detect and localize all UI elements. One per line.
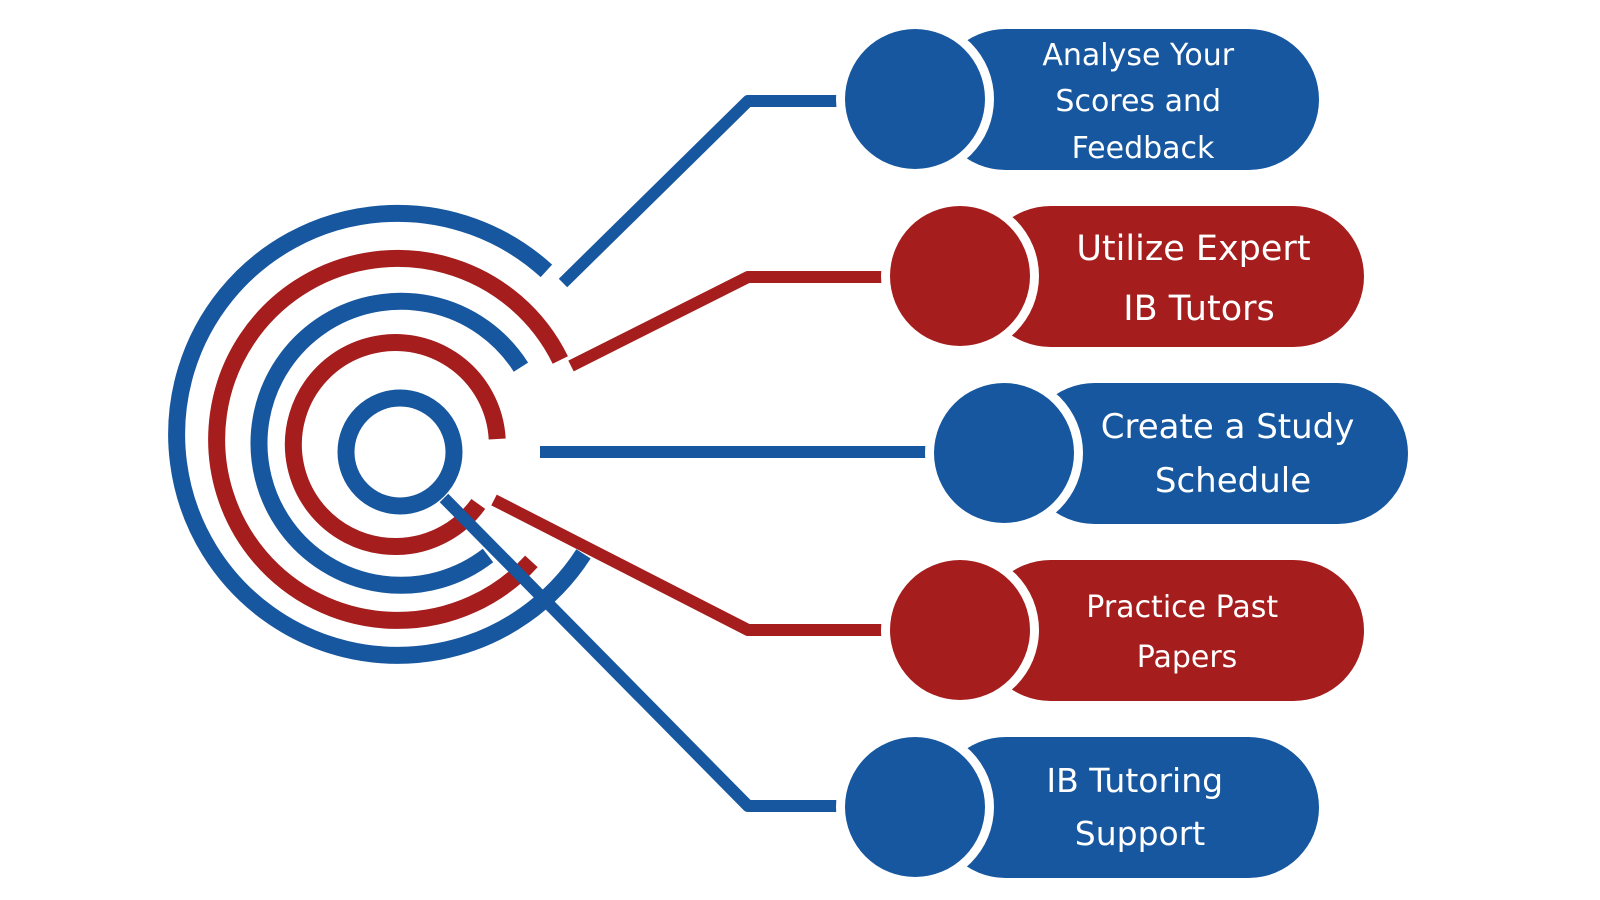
- pill-3-label: Create a Study Schedule: [1101, 407, 1365, 501]
- ring-red-1: [208, 249, 568, 629]
- pill-5-line-1: IB Tutoring: [1046, 761, 1223, 800]
- pill-1-head: [845, 29, 985, 169]
- pill-2-label: Utilize Expert IB Tutors: [1076, 229, 1321, 329]
- pill-2-capsule: [980, 206, 1364, 347]
- pill-1-line-2: Scores and: [1055, 84, 1221, 119]
- pill-2-line-1: Utilize Expert: [1076, 229, 1310, 269]
- pill-4-line-2: Papers: [1137, 640, 1238, 675]
- pill-5: IB Tutoring Support: [836, 728, 1319, 886]
- pill-1: Analyse Your Scores and Feedback: [836, 20, 1319, 178]
- ring-center-blue: [337, 389, 463, 515]
- pill-4-line-1: Practice Past: [1086, 590, 1278, 625]
- pill-3-line-1: Create a Study: [1101, 407, 1355, 447]
- pill-5-capsule: [935, 737, 1319, 878]
- connectors: [439, 95, 935, 812]
- pill-4-head: [890, 560, 1030, 700]
- pill-5-line-2: Support: [1075, 814, 1206, 853]
- pill-4: Practice Past Papers: [881, 551, 1364, 709]
- target-rings: [168, 204, 591, 664]
- ring-red-3: [284, 334, 506, 555]
- pill-5-label: IB Tutoring Support: [1046, 761, 1233, 853]
- pill-1-line-3: Feedback: [1072, 131, 1215, 166]
- pill-5-head: [845, 737, 985, 877]
- connector-1: [558, 95, 850, 288]
- pill-3: Create a Study Schedule: [925, 374, 1408, 532]
- connector-2: [568, 271, 890, 372]
- pill-2: Utilize Expert IB Tutors: [881, 197, 1364, 355]
- connector-5: [439, 493, 850, 812]
- pill-4-label: Practice Past Papers: [1086, 590, 1287, 675]
- pill-2-head: [890, 206, 1030, 346]
- ring-outer-blue: [168, 204, 591, 664]
- connector-4: [491, 494, 890, 636]
- pill-1-label: Analyse Your Scores and Feedback: [1042, 38, 1243, 166]
- ring-blue-2: [250, 292, 529, 594]
- pill-1-capsule: [935, 29, 1319, 170]
- pill-2-line-2: IB Tutors: [1123, 289, 1274, 329]
- pill-3-head: [934, 383, 1074, 523]
- pill-4-capsule: [980, 560, 1364, 701]
- pill-1-line-1: Analyse Your: [1042, 38, 1234, 73]
- pill-3-capsule: [1024, 383, 1408, 524]
- pill-3-line-2: Schedule: [1155, 461, 1311, 501]
